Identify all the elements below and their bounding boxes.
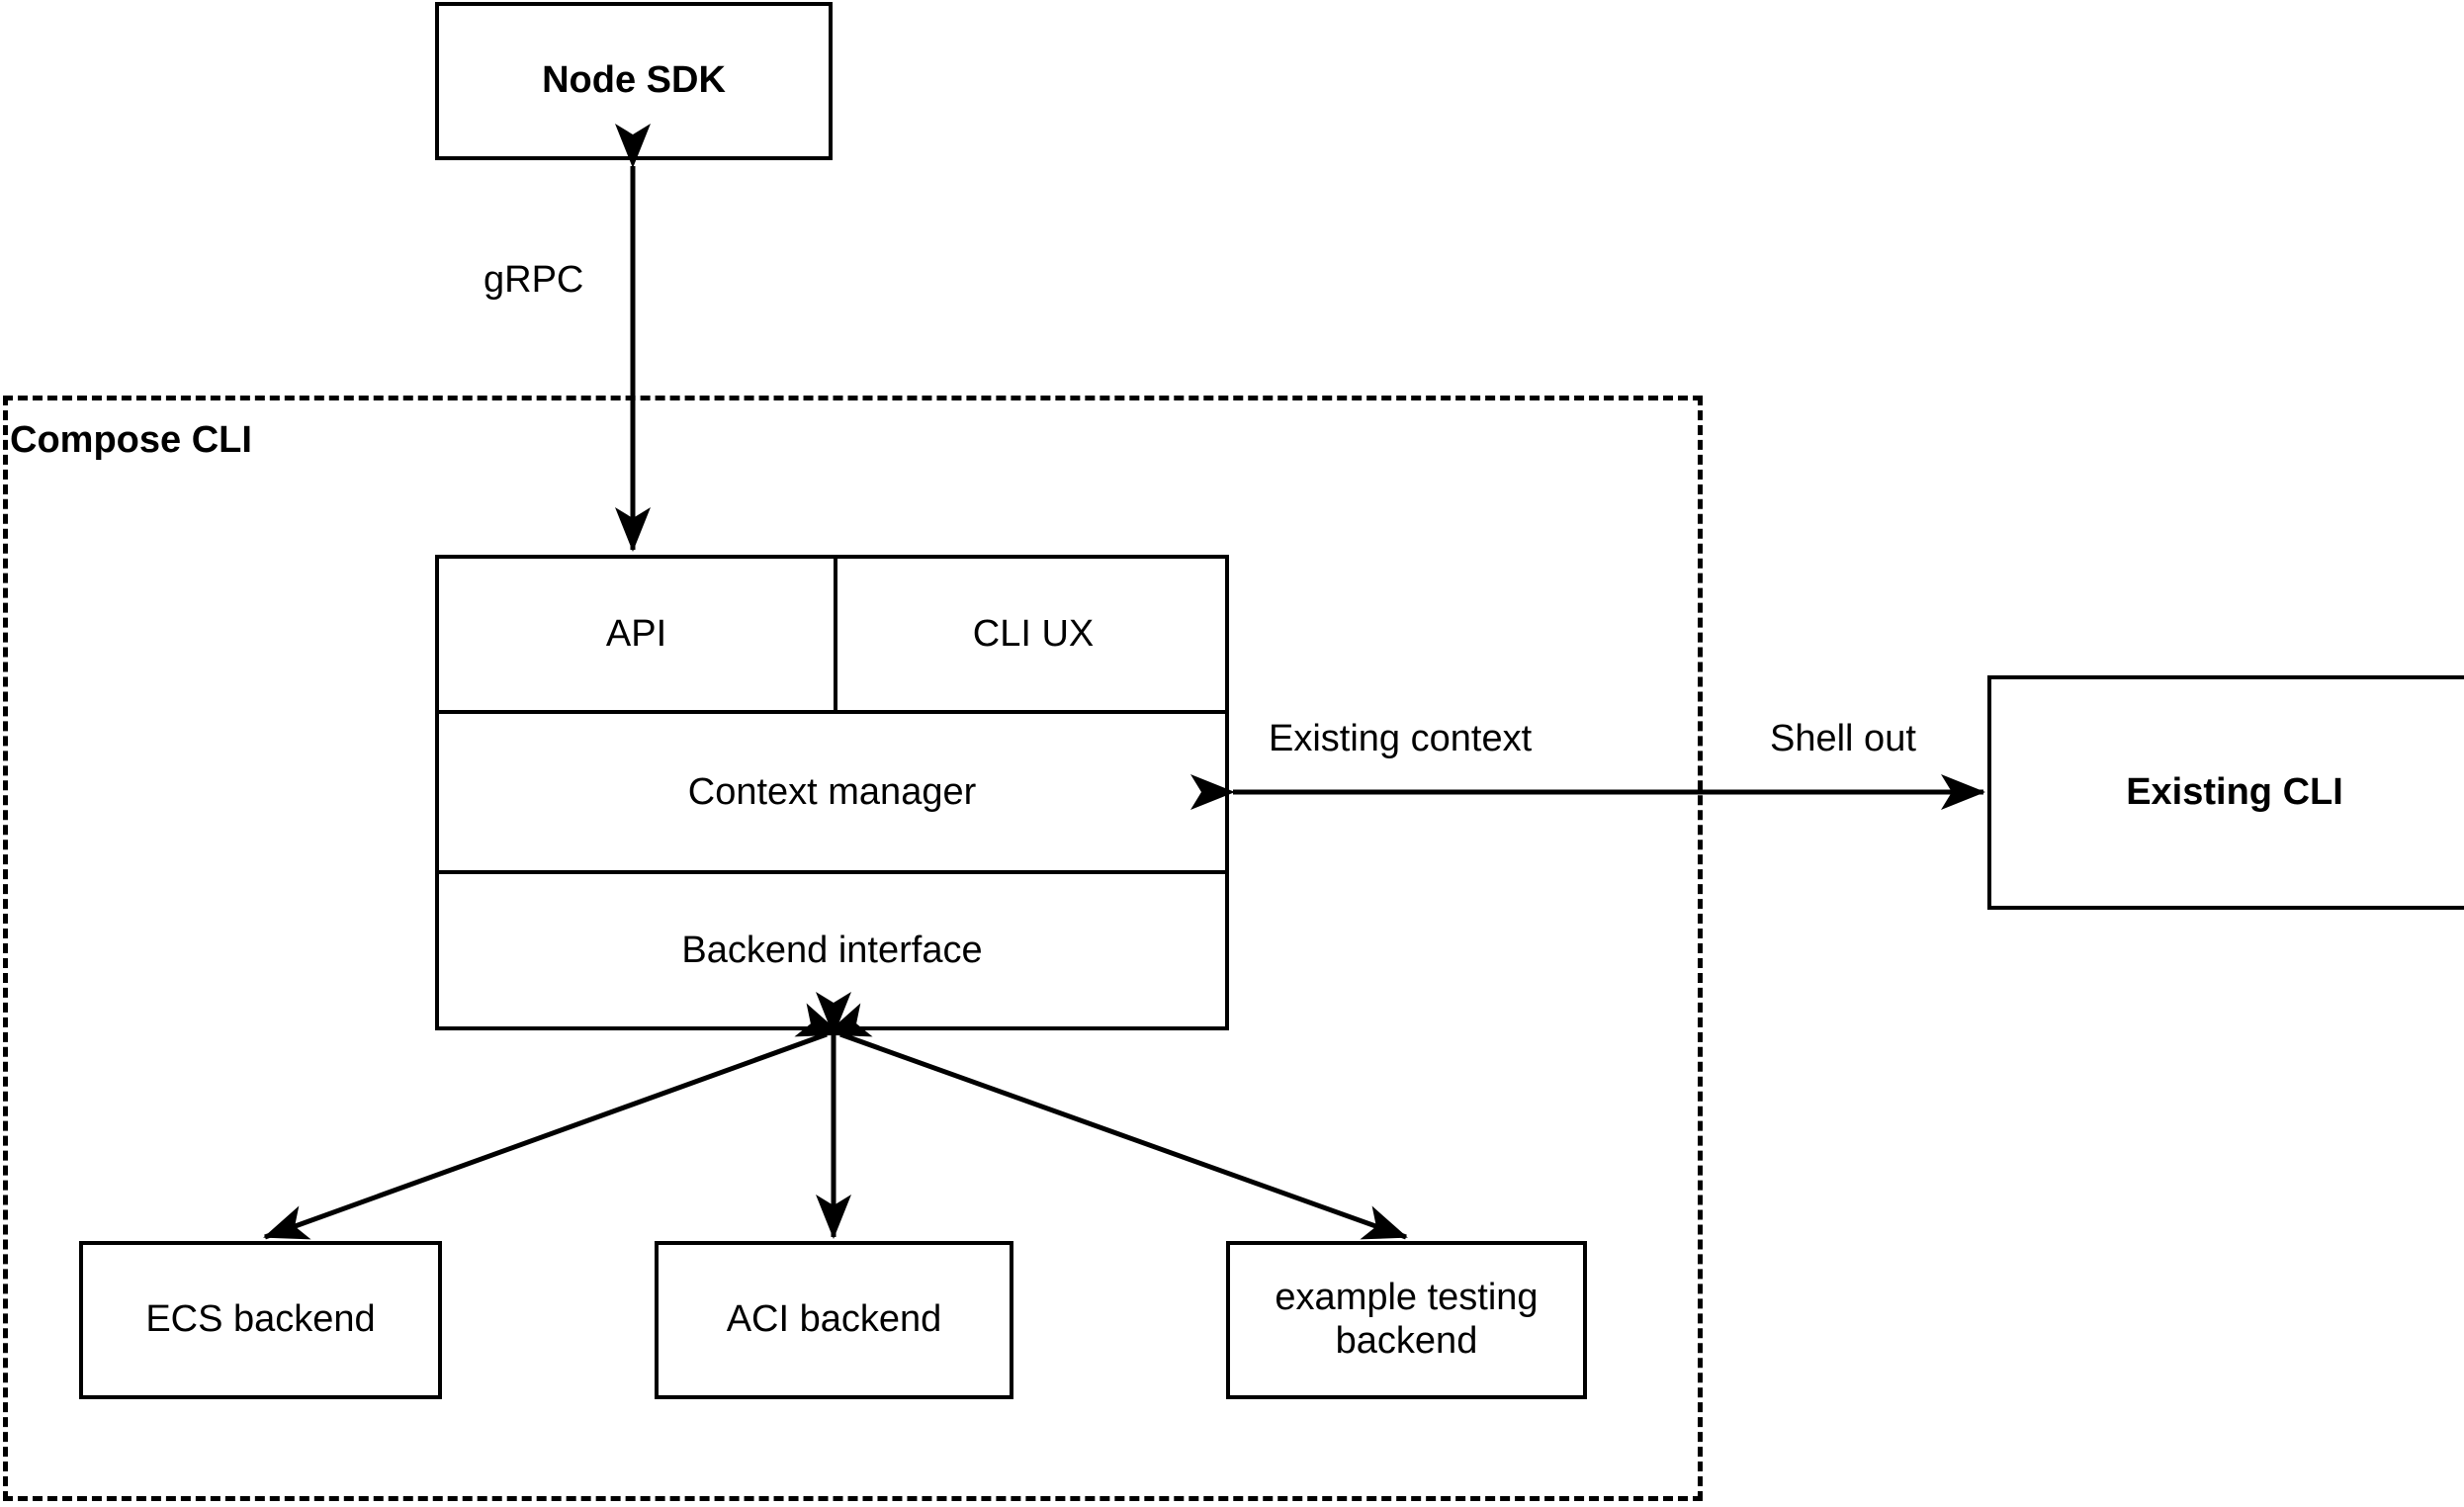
api-cell[interactable]: API — [439, 559, 834, 710]
context-manager-label: Context manager — [687, 770, 977, 813]
backend-interface-cell[interactable]: Backend interface — [439, 874, 1225, 1026]
cli-ux-label: CLI UX — [972, 613, 1095, 655]
grpc-edge-label: gRPC — [484, 259, 584, 301]
ecs-backend-label: ECS backend — [145, 1298, 376, 1341]
api-cliux-divider — [834, 559, 837, 710]
compose-cli-group-boundary — [3, 396, 1703, 1501]
context-manager-cell[interactable]: Context manager — [439, 714, 1225, 870]
compose-cli-stack: API CLI UX Context manager Backend inter… — [435, 555, 1229, 1030]
existing-cli-label: Existing CLI — [2126, 770, 2343, 813]
existing-context-edge-label: Existing context — [1269, 718, 1533, 759]
example-testing-backend-box[interactable]: example testing backend — [1226, 1241, 1587, 1399]
ecs-backend-box[interactable]: ECS backend — [79, 1241, 442, 1399]
existing-cli-box[interactable]: Existing CLI — [1987, 675, 2464, 910]
cli-ux-cell[interactable]: CLI UX — [837, 559, 1229, 710]
node-sdk-label: Node SDK — [542, 59, 726, 102]
api-label: API — [605, 613, 667, 655]
example-testing-backend-label: example testing backend — [1275, 1277, 1539, 1362]
stack-divider-1 — [439, 710, 1225, 714]
backend-interface-label: Backend interface — [681, 929, 983, 971]
compose-cli-group-label: Compose CLI — [10, 419, 252, 461]
node-sdk-box[interactable]: Node SDK — [435, 2, 833, 160]
stack-divider-2 — [439, 870, 1225, 874]
aci-backend-box[interactable]: ACI backend — [655, 1241, 1013, 1399]
shell-out-edge-label: Shell out — [1770, 718, 1916, 759]
aci-backend-label: ACI backend — [726, 1298, 942, 1341]
